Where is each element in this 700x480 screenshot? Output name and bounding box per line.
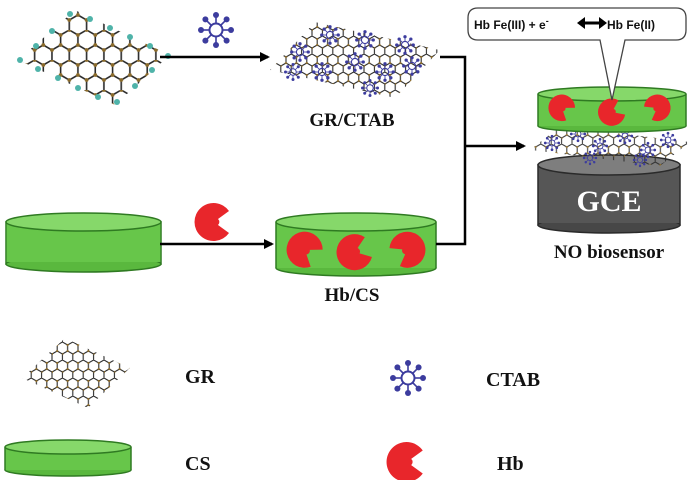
hb-cs-composite bbox=[275, 212, 437, 277]
double-arrow-icon bbox=[577, 17, 607, 29]
legend-cs-icon bbox=[4, 439, 132, 477]
gce-electrode bbox=[537, 154, 681, 234]
legend-label-hb: Hb bbox=[497, 453, 524, 475]
graphene-sheet bbox=[17, 10, 171, 105]
connector-bottom bbox=[436, 146, 467, 246]
ctab-micelle bbox=[197, 11, 235, 49]
gr-ctab-composite bbox=[270, 22, 440, 98]
legend-hb: Hb bbox=[386, 442, 524, 480]
biosensor-gr-ctab-layer bbox=[530, 125, 690, 168]
reaction-callout bbox=[467, 7, 687, 101]
chitosan-disc bbox=[5, 212, 162, 273]
label-gr-ctab: GR/CTAB bbox=[309, 110, 394, 131]
legend-gr: GR bbox=[22, 338, 216, 408]
legend-label-gr: GR bbox=[185, 366, 216, 388]
legend-hb-icon bbox=[386, 442, 423, 480]
reaction-left: Hb Fe(III) + e bbox=[474, 18, 546, 32]
reaction-equation: Hb Fe(III) + e- bbox=[474, 16, 549, 32]
legend-label-ctab: CTAB bbox=[486, 369, 540, 391]
label-hb-cs: Hb/CS bbox=[325, 285, 380, 306]
reaction-superscript: - bbox=[546, 16, 549, 26]
connector-top bbox=[440, 55, 467, 146]
legend-ctab: CTAB bbox=[389, 359, 540, 397]
gce-label: GCE bbox=[576, 185, 641, 218]
legend-label-cs: CS bbox=[185, 453, 211, 475]
legend-graphene-icon bbox=[22, 338, 130, 408]
legend-ctab-icon bbox=[389, 359, 427, 397]
legend-cs: CS bbox=[4, 439, 211, 477]
label-no-biosensor: NO biosensor bbox=[554, 242, 665, 263]
reaction-right: Hb Fe(II) bbox=[607, 18, 655, 32]
biosensor-hb-cs-layer bbox=[537, 86, 687, 133]
hemoglobin-molecule bbox=[194, 203, 229, 241]
